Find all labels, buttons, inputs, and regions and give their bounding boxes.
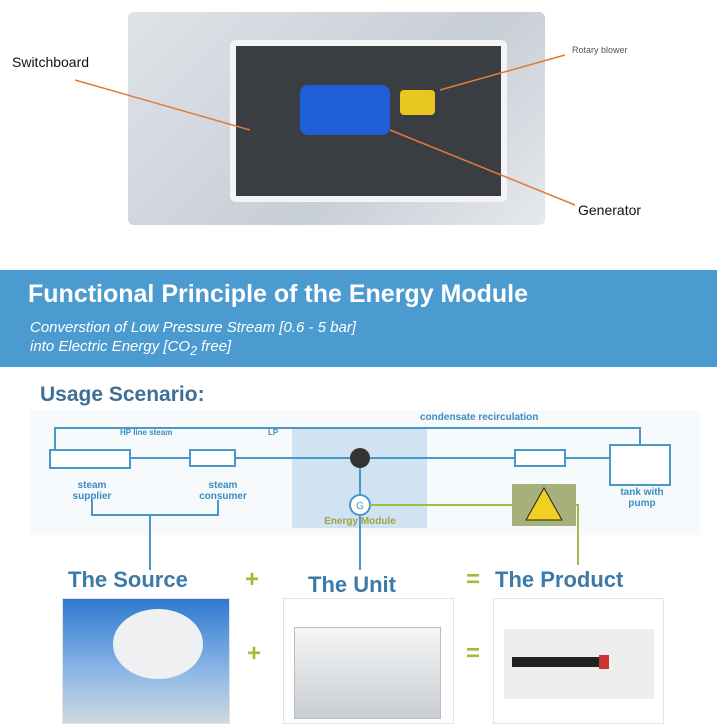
plus-operator-2: + — [247, 640, 262, 667]
generator-symbol: G — [356, 501, 364, 512]
source-image — [62, 598, 230, 724]
equals-operator: = — [466, 566, 481, 593]
unit-heading: The Unit — [308, 572, 396, 597]
banner-subtitle: Converstion of Low Pressure Stream [0.6 … — [30, 318, 356, 361]
plus-operator: + — [245, 566, 260, 593]
hp-line-label: HP line steam — [120, 428, 173, 437]
flow-lines: G — [49, 427, 671, 570]
steam-cloud — [113, 609, 203, 679]
callout-lines — [74, 54, 576, 206]
energy-module-label: Energy Module — [324, 516, 396, 527]
equals-operator-2: = — [466, 640, 481, 667]
steam-supplier-label: steam supplier — [72, 480, 112, 502]
source-heading: The Source — [68, 567, 188, 592]
steam-consumer-label: steam consumer — [199, 480, 247, 502]
banner-title: Functional Principle of the Energy Modul… — [28, 280, 529, 308]
unit-image — [283, 598, 454, 724]
usage-title: Usage Scenario: — [40, 383, 205, 406]
banner: Functional Principle of the Energy Modul… — [0, 270, 717, 367]
generator-label: Generator — [578, 202, 642, 218]
product-heading: The Product — [495, 567, 624, 592]
power-meter — [512, 657, 607, 667]
subtitle-line2: into Electric Energy [CO — [30, 338, 191, 355]
condensate-label: condensate recirculation — [420, 412, 539, 423]
lp-label: LP — [268, 428, 279, 437]
tank-label: tank with pump — [620, 487, 664, 509]
meter-indicator — [599, 655, 609, 669]
subtitle-subscript: 2 — [190, 344, 198, 358]
rotary-blower — [400, 90, 435, 115]
generator-motor — [300, 85, 390, 135]
rotary-blower-label: Rotary blower — [572, 45, 628, 55]
product-image — [493, 598, 664, 724]
unit-container — [294, 627, 441, 719]
subtitle-line1: Converstion of Low Pressure Stream [0.6 … — [30, 319, 356, 336]
switchboard-label: Switchboard — [12, 54, 90, 70]
subtitle-line2-end: free] — [197, 338, 232, 355]
